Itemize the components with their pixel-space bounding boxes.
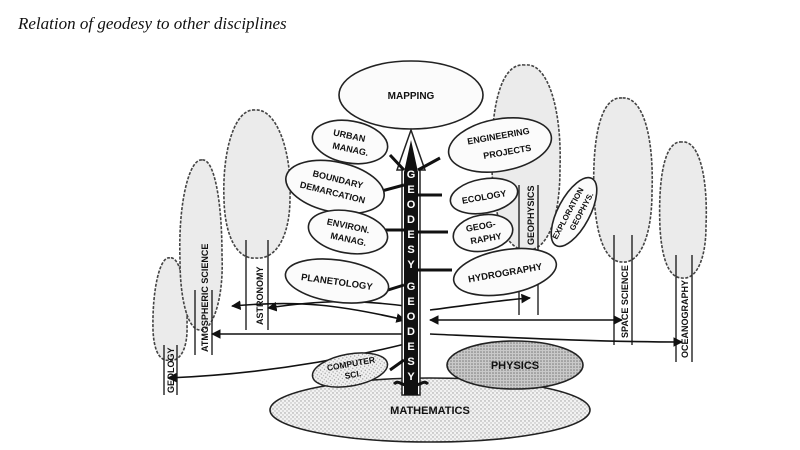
astronomy-label: ASTRONOMY (255, 267, 265, 326)
trunk-letter: D (407, 326, 415, 338)
geophysics-label: GEOPHYSICS (526, 185, 536, 245)
connection-arrows (167, 293, 683, 383)
ecology-oval: ECOLOGY (449, 177, 519, 215)
trunk-letter: E (407, 296, 414, 308)
oceanography-label: OCEANOGRAPHY (680, 280, 690, 358)
trunk-letter: E (407, 341, 414, 353)
trunk-letter: Y (407, 371, 415, 383)
physics-oval: PHYSICS (446, 340, 584, 390)
hydrography-oval: HYDROGRAPHY (452, 247, 558, 297)
trunk-letter: O (407, 311, 416, 323)
physics-label: PHYSICS (491, 360, 539, 372)
trunk-letter: S (407, 244, 414, 256)
trunk-letter: O (407, 199, 416, 211)
trunk-letters-bottom: G E O D E S Y (407, 281, 416, 383)
geography-oval: GEOG- RAPHY (452, 213, 514, 253)
trunk-letter: E (407, 229, 414, 241)
geology-label: GEOLOGY (166, 347, 176, 393)
trunk-letter: Y (407, 259, 415, 271)
trunk-letter: D (407, 214, 415, 226)
mapping-oval: MAPPING (338, 60, 484, 130)
trunk-letter: S (407, 356, 414, 368)
tree-oceanography: OCEANOGRAPHY (658, 141, 708, 362)
urban-management-oval: URBAN MANAG. (311, 119, 389, 165)
environ-management-oval: ENVIRON. MANAG. (307, 209, 389, 255)
tree-geology: GEOLOGY (152, 257, 188, 395)
tree-space-science: SPACE SCIENCE (592, 97, 654, 345)
computer-sci-oval: COMPUTER SCI. (311, 352, 389, 388)
trunk-letter: G (407, 169, 416, 181)
tree-astronomy: ASTRONOMY (223, 109, 291, 330)
computer-sci-line2: SCI. (344, 368, 362, 381)
mathematics-oval: MATHEMATICS (269, 377, 591, 443)
mathematics-label: MATHEMATICS (390, 405, 470, 417)
trunk-letter: E (407, 184, 414, 196)
boundary-demarcation-oval: BOUNDARY DEMARCATION (285, 159, 385, 215)
tree-atmospheric-science: ATMOSPHERIC SCIENCE (178, 159, 223, 355)
trunk-letter: G (407, 281, 416, 293)
space-science-label: SPACE SCIENCE (620, 265, 630, 338)
mapping-label: MAPPING (388, 91, 435, 102)
atmospheric-science-label: ATMOSPHERIC SCIENCE (200, 244, 210, 352)
planetology-oval: PLANETOLOGY (284, 258, 390, 304)
engineering-projects-oval: ENGINEERING PROJECTS (447, 117, 553, 173)
figure-caption: Relation of geodesy to other disciplines (18, 14, 287, 33)
trunk-letters-top: G E O D E S Y (407, 169, 416, 271)
